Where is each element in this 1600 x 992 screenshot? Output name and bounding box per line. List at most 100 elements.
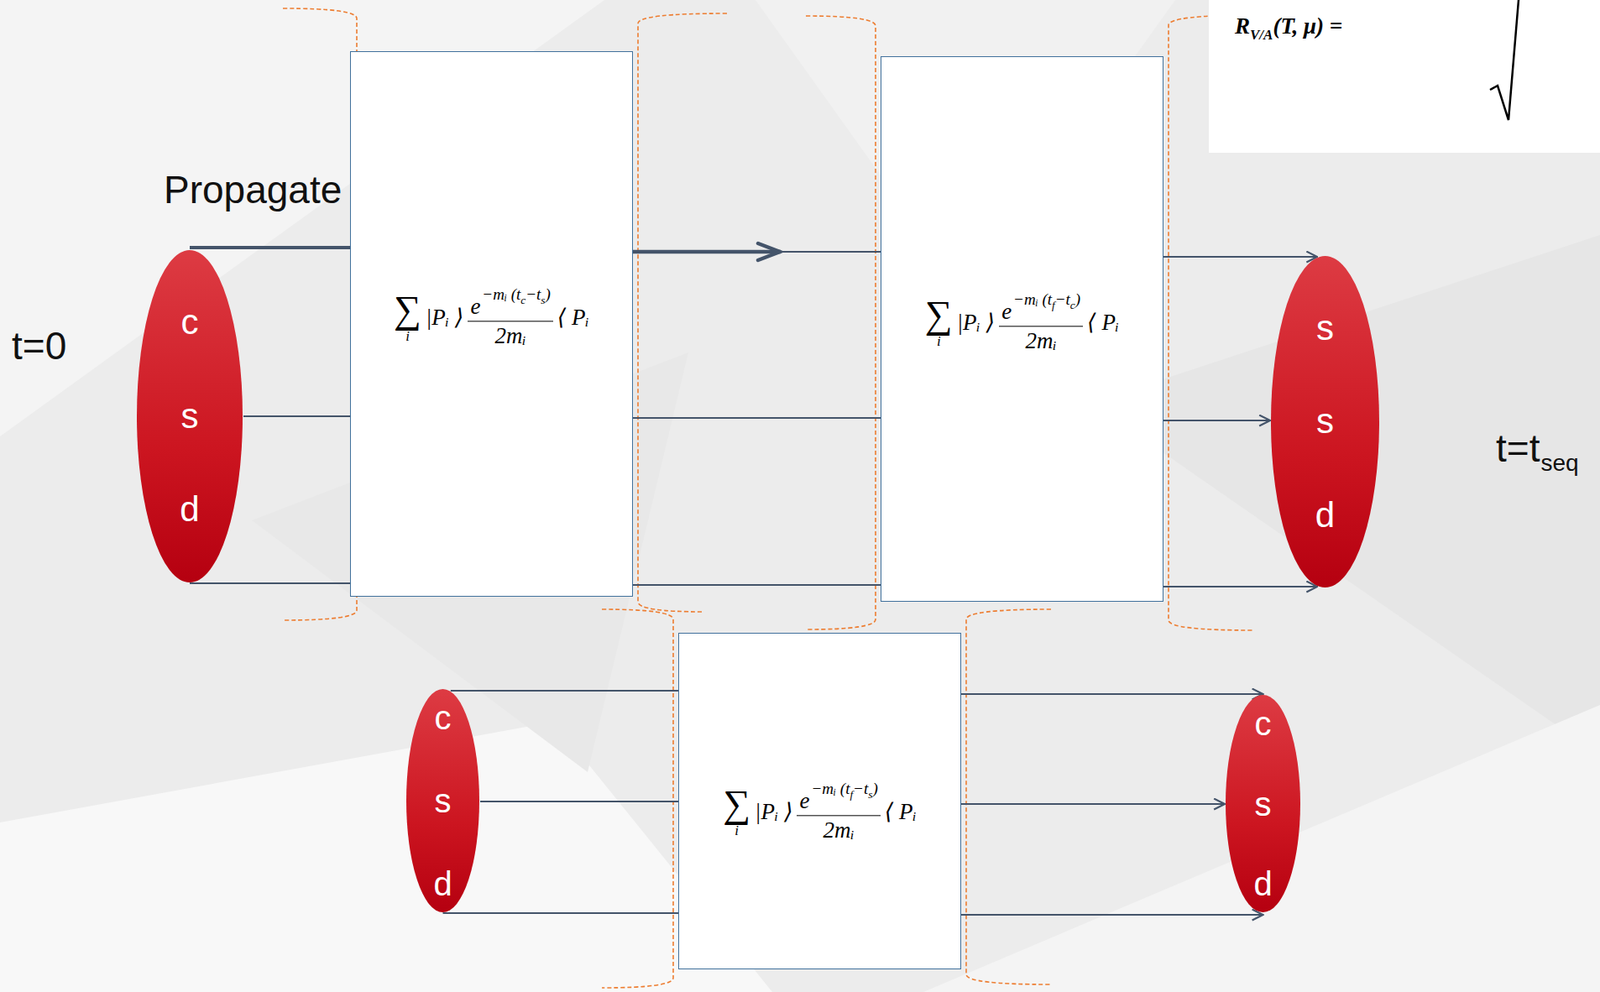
fraction-bar	[796, 815, 880, 816]
quark-label: s	[181, 396, 199, 437]
sum-symbol: ∑	[393, 291, 422, 330]
exp-base: e	[470, 295, 481, 319]
formula: ∑i |Pᵢ ⟩e−mᵢ (tf−tc) 2mᵢ ⟨ Pᵢ	[925, 291, 1119, 353]
fraction-bar	[467, 320, 553, 322]
quark-label: c	[434, 698, 452, 738]
fraction-bar	[998, 325, 1083, 327]
line-path	[243, 415, 351, 418]
denominator: 2mᵢ	[822, 818, 854, 842]
exponent-text: −mᵢ (tf−tc)	[1013, 291, 1081, 311]
time-label: t=0	[11, 324, 67, 368]
quark-label: d	[179, 489, 199, 530]
sum-column: ∑i	[393, 291, 422, 345]
formula: ∑i|Pᵢ ⟩e−mᵢ (tc−ts)2mᵢ⟨ Pᵢ	[393, 286, 590, 348]
quark-line	[450, 690, 679, 692]
label-slot: t=t	[1495, 426, 1540, 471]
time-label: t=t	[1495, 426, 1540, 471]
quark-line	[443, 913, 680, 915]
sum-column: ∑i	[722, 785, 751, 839]
formula-row: ∑i |Pᵢ ⟩e−mᵢ (tf−tc) 2mᵢ ⟨ Pᵢ	[881, 291, 1163, 353]
numerator: e−mᵢ (tf−tc)	[998, 291, 1083, 324]
dashed-bracket	[282, 8, 357, 621]
numerator: e−mᵢ (tc−ts)	[467, 286, 553, 319]
quark-label: d	[433, 864, 452, 904]
quark-line	[189, 583, 351, 585]
quark-line	[243, 416, 351, 418]
dashed-bracket	[637, 13, 727, 612]
baryon-ellipse: c s d	[405, 688, 481, 914]
line-path	[961, 914, 1264, 916]
ellipse-fill	[136, 250, 243, 583]
symbol-text: R	[1234, 13, 1250, 39]
ellipse-fill	[1270, 256, 1380, 588]
propagator-box: ∑i |Pᵢ ⟩e−mᵢ (tf−tc) 2mᵢ ⟨ Pᵢ	[880, 56, 1164, 602]
quark-label: c	[181, 302, 199, 343]
quark-line	[632, 251, 881, 253]
denominator: 2mᵢ	[1024, 329, 1057, 353]
quark-column: c s d	[405, 688, 481, 914]
baryon-ellipse: csd	[1224, 694, 1302, 914]
quark-line	[961, 804, 1225, 806]
quark-label: s	[434, 781, 452, 821]
fraction: e−mᵢ (tc−ts) 2mᵢ	[467, 286, 553, 348]
sum-index: i	[405, 329, 410, 345]
dashed-bracket	[966, 609, 1051, 985]
dashed-bracket	[805, 15, 876, 630]
quark-line	[1163, 256, 1318, 258]
exp-base: e	[799, 789, 810, 813]
quark-line	[961, 694, 1264, 696]
symbol-text: (T, μ) =	[1272, 13, 1343, 39]
line-path	[632, 584, 881, 586]
fraction: e−mᵢ (tf−tc) 2mᵢ	[998, 291, 1083, 353]
ellipse-fill	[1225, 695, 1301, 913]
quark-label: d	[1315, 495, 1335, 536]
formula-row: ∑i|Pᵢ ⟩e−mᵢ (tf−ts)2mᵢ⟨ Pᵢ	[679, 780, 961, 842]
quark-label: d	[1253, 864, 1272, 904]
line-path	[450, 690, 679, 692]
line-path	[1163, 419, 1271, 422]
quark-label: s	[1316, 401, 1334, 442]
line-path	[1163, 585, 1318, 588]
time-label: Propagate	[163, 167, 342, 212]
bg-facet	[1091, 235, 1600, 756]
exp-base: e	[1001, 300, 1012, 324]
sum-symbol: ∑	[925, 296, 953, 335]
quark-line	[632, 585, 881, 586]
line-path	[632, 250, 881, 253]
quark-line	[1163, 420, 1271, 422]
propagator-box: ∑i|Pᵢ ⟩e−mᵢ (tc−ts)2mᵢ⟨ Pᵢ	[350, 51, 633, 597]
thick-segment	[632, 250, 781, 255]
ket-text: |Pᵢ ⟩	[956, 308, 995, 336]
bra-text: ⟨ Pᵢ	[1087, 308, 1119, 336]
bra-text: ⟨ Pᵢ	[557, 303, 590, 331]
label-slot: seq	[1540, 449, 1579, 477]
bra-text: ⟨ Pᵢ	[884, 798, 917, 826]
exponent-text: −mᵢ (tf−ts)	[810, 780, 878, 800]
ellipse-fill	[406, 689, 480, 913]
sum-symbol: ∑	[722, 785, 751, 825]
formula: ∑i|Pᵢ ⟩e−mᵢ (tf−ts)2mᵢ⟨ Pᵢ	[722, 780, 917, 842]
ket-text: |Pᵢ ⟩	[754, 798, 793, 826]
quark-column: ssd	[1270, 255, 1381, 589]
sum-index: i	[936, 334, 942, 350]
formula-row: ∑i|Pᵢ ⟩e−mᵢ (tc−ts)2mᵢ⟨ Pᵢ	[350, 286, 633, 348]
formula-panel: RV/A(T, μ) =	[1208, 0, 1600, 153]
dashed-bracket	[601, 609, 674, 989]
sum-index: i	[734, 824, 739, 839]
quark-line	[961, 915, 1264, 916]
quark-column: csd	[1224, 694, 1302, 914]
numerator: e−mᵢ (tf−ts)	[796, 780, 880, 813]
label-slot: Propagate	[163, 167, 342, 213]
fraction: e−mᵢ (tf−ts) 2mᵢ	[796, 780, 880, 842]
line-path	[443, 912, 680, 915]
ket-text: |Pᵢ ⟩	[425, 303, 464, 331]
panel-row: RV/A(T, μ) =	[1234, 13, 1343, 40]
denominator: 2mᵢ	[494, 324, 526, 348]
label-slot: t=0	[11, 324, 67, 369]
quark-line	[632, 418, 881, 419]
line-path	[480, 800, 679, 803]
exponent-text: −mᵢ (tc−ts)	[481, 286, 550, 306]
line-path	[961, 803, 1225, 806]
line-path	[961, 693, 1264, 696]
